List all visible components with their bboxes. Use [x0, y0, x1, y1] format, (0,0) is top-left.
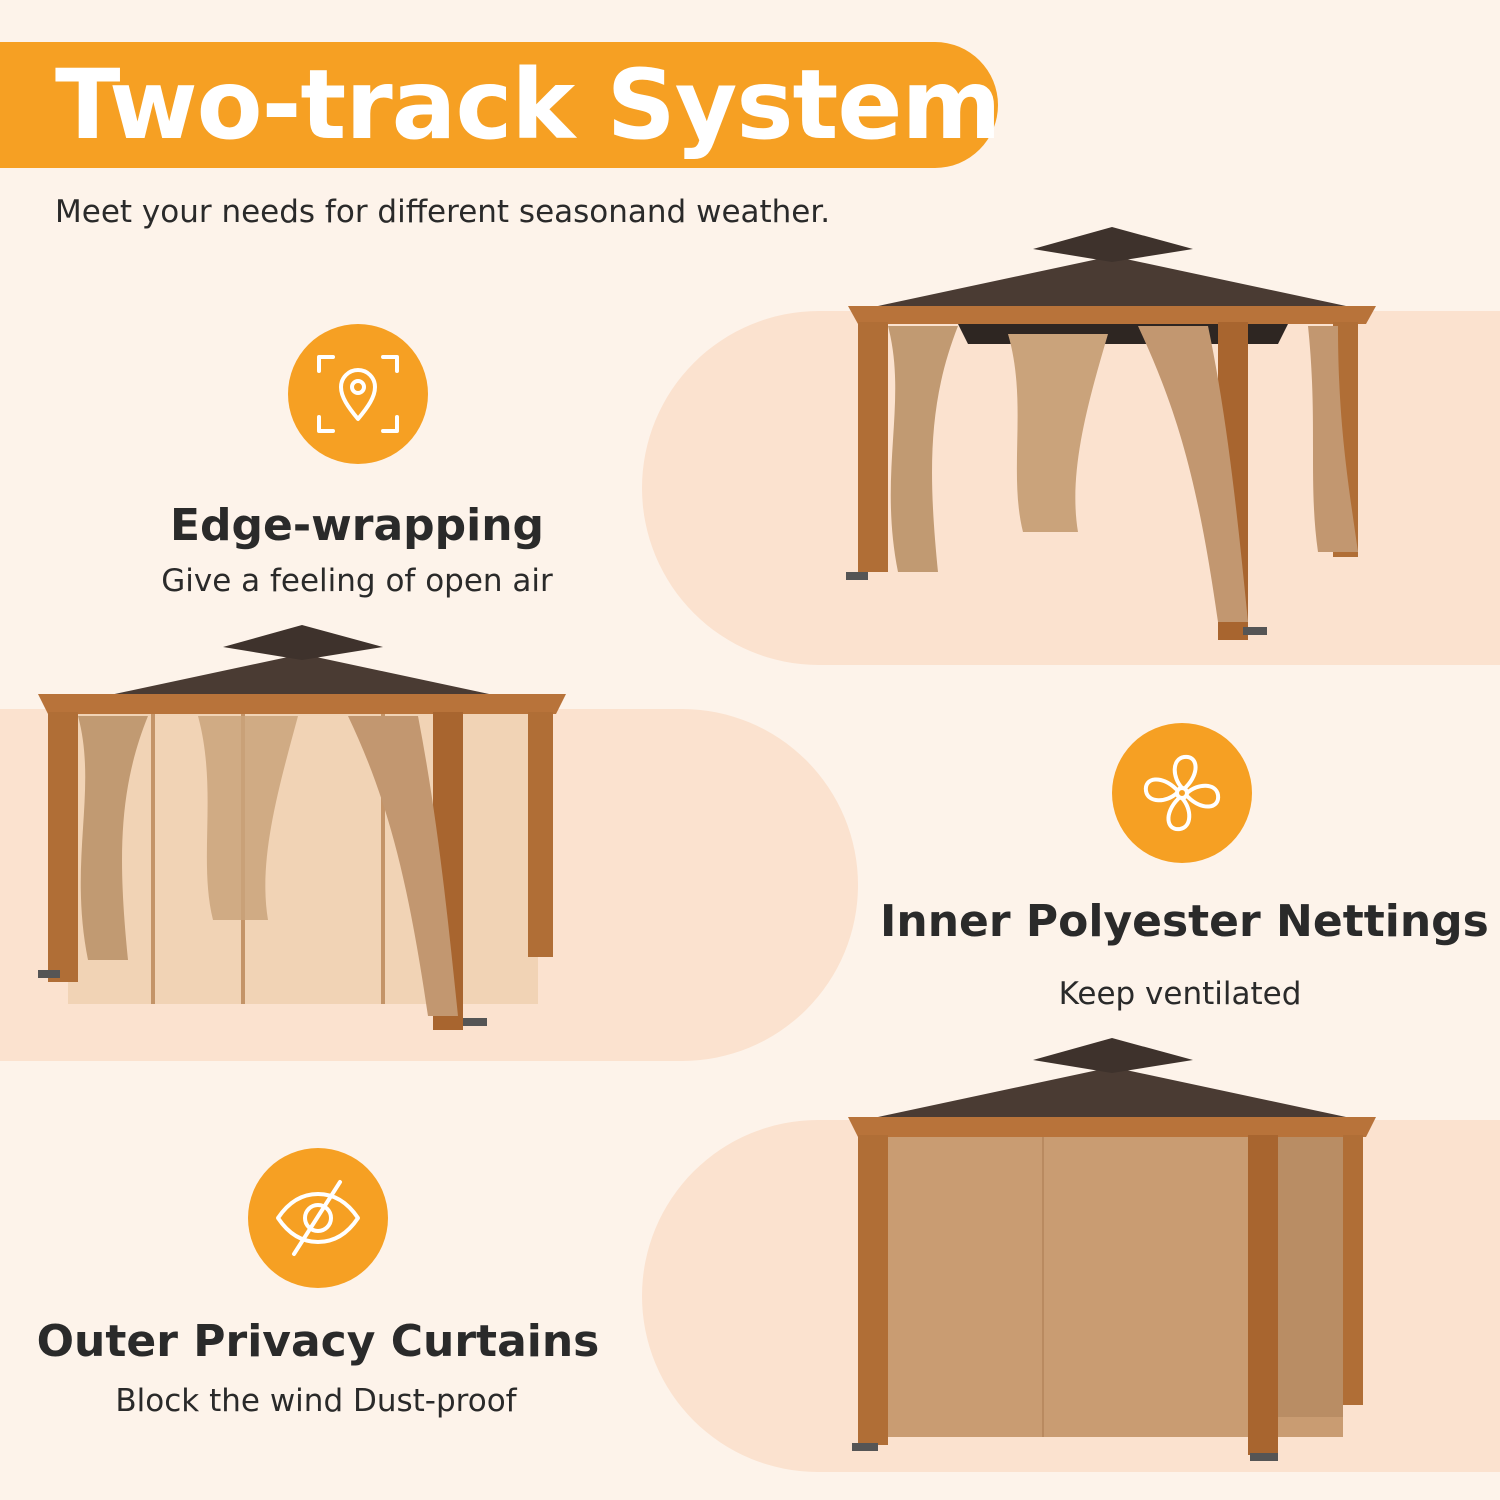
eye-off-icon [248, 1148, 388, 1288]
fan-icon [1112, 723, 1252, 863]
gazebo-inner-nettings-image [38, 625, 566, 1030]
feature-desc-outer-curtains: Block the wind Dust-proof [115, 1383, 517, 1419]
page-title: Two-track System [55, 49, 1001, 161]
gazebo-privacy-curtains-image [848, 1038, 1376, 1461]
title-banner [0, 42, 998, 168]
feature-title-edge-wrapping: Edge-wrapping [169, 500, 545, 551]
feature-title-inner-nettings: Inner Polyester Nettings [880, 896, 1489, 947]
feature-desc-inner-nettings: Keep ventilated [1058, 976, 1302, 1012]
page-subtitle: Meet your needs for different seasonand … [55, 194, 831, 230]
feature-title-outer-curtains: Outer Privacy Curtains [36, 1316, 600, 1367]
feature-desc-edge-wrapping: Give a feeling of open air [161, 563, 553, 599]
location-focus-icon [288, 324, 428, 464]
gazebo-open-curtains-image [846, 227, 1376, 640]
